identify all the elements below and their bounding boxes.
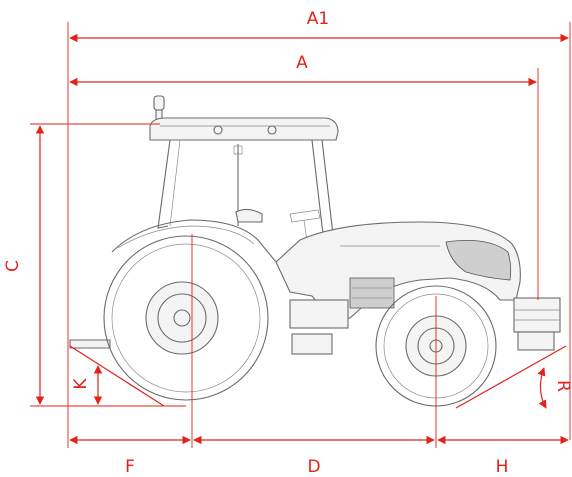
steering-wheel (289, 209, 321, 223)
cab (157, 139, 339, 277)
label-c: C (3, 260, 23, 272)
label-h: H (496, 457, 509, 477)
dimension-lines (30, 22, 571, 448)
label-k: K (71, 378, 91, 390)
hood (275, 221, 521, 319)
chassis (289, 277, 395, 355)
label-a: A (296, 53, 308, 73)
tractor-illustration (69, 95, 561, 407)
r-approach-line (455, 345, 567, 409)
front-weights (513, 297, 561, 351)
beacon-light (153, 95, 165, 111)
dimension-labels: A1 A C K R F D H (3, 9, 572, 477)
headlight (445, 240, 512, 281)
seat (235, 208, 263, 223)
cab-roof (149, 117, 339, 141)
fuel-tank (291, 333, 333, 355)
k-departure-line (69, 345, 165, 407)
label-r: R (553, 380, 572, 392)
rear-fender (111, 219, 277, 263)
rear-hitch (69, 339, 111, 349)
label-a1: A1 (307, 9, 329, 29)
rear-wheel (103, 235, 269, 401)
label-f: F (125, 457, 135, 477)
r-angle-arc (537, 367, 547, 409)
label-d: D (307, 457, 320, 477)
